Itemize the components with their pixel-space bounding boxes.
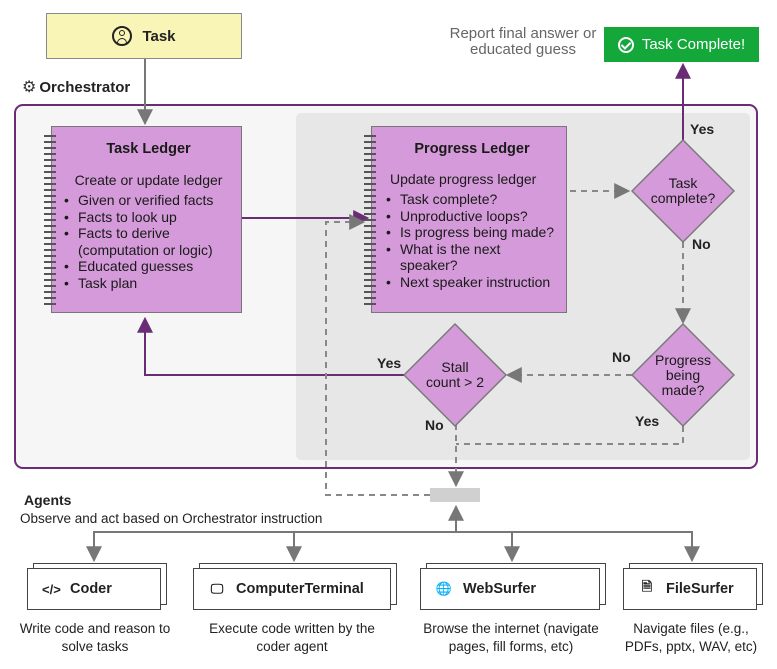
file-icon: 🗎: [641, 579, 653, 594]
edge-agent-branches: [93, 531, 693, 557]
progress-ledger-subtitle: Update progress ledger: [390, 170, 537, 187]
edge-label-complete-yes: Yes: [690, 121, 715, 137]
edge-progress-yes: [456, 426, 684, 445]
task-ledger: Task Ledger Create or update ledger Give…: [44, 126, 242, 313]
list-item: What is the next speaker?: [386, 241, 558, 274]
notebook-spiral: [364, 135, 376, 305]
agent-coder-description: Write code and reason to solve tasks: [19, 621, 171, 654]
check-circle-icon: [617, 36, 634, 53]
task-complete-question: Task complete?: [650, 175, 716, 206]
agent-websurfer: 🌐 WebSurfer: [420, 568, 600, 610]
task-ledger-title: Task Ledger: [106, 141, 191, 157]
list-item: Is progress being made?: [386, 224, 558, 241]
progress-ledger-title: Progress Ledger: [414, 141, 530, 157]
edge-label-stall-no: No: [425, 417, 444, 433]
task-ledger-subtitle: Create or update ledger: [74, 171, 223, 188]
report-caption: Report final answer or educated guess: [449, 25, 597, 58]
progress-question: Progress being made?: [654, 351, 712, 398]
code-icon: </>: [42, 581, 61, 597]
edge-label-complete-no: No: [692, 236, 711, 252]
diamond-stall: [403, 323, 507, 427]
globe-icon: 🌐: [435, 581, 453, 596]
gear-icon: ⚙: [22, 79, 37, 96]
diamond-task-complete: [631, 139, 735, 243]
task-ledger-list: Given or verified facts Facts to look up…: [64, 192, 233, 291]
edge-label-progress-no: No: [612, 349, 631, 365]
orchestrator-label: ⚙ Orchestrator: [22, 78, 131, 97]
list-item: Facts to derive (computation or logic): [64, 225, 233, 258]
task-complete-badge: Task Complete!: [604, 27, 759, 62]
edge-stall-yes: [137, 316, 404, 376]
diamond-progress: [631, 323, 735, 427]
agent-terminal-description: Execute code written by the coder agent: [209, 621, 375, 654]
list-item: Given or verified facts: [64, 192, 233, 209]
task-node: Task: [46, 13, 242, 59]
agent-coder: </> Coder: [27, 568, 161, 610]
stall-question: Stall count > 2: [426, 359, 484, 390]
user-circle-icon: [112, 26, 133, 46]
agent-filesurfer-description: Navigate files (e.g., PDFs, pptx, WAV, e…: [624, 621, 758, 654]
list-item: Educated guesses: [64, 258, 233, 275]
agent-computer-terminal: 🖵 ComputerTerminal: [193, 568, 391, 610]
progress-ledger-list: Task complete? Unproductive loops? Is pr…: [386, 191, 558, 290]
task-label: Task: [142, 27, 176, 45]
list-item: Facts to look up: [64, 209, 233, 226]
list-item: Task complete?: [386, 191, 558, 208]
notebook-spiral: [44, 135, 56, 305]
list-item: Next speaker instruction: [386, 274, 558, 291]
agent-filesurfer: 🗎 FileSurfer: [623, 568, 757, 610]
progress-ledger: Progress Ledger Update progress ledger T…: [364, 126, 567, 313]
monitor-icon: 🖵: [210, 581, 224, 596]
agents-title: Agents: [24, 492, 72, 508]
edge-label-stall-yes: Yes: [377, 355, 402, 371]
agents-description: Observe and act based on Orchestrator in…: [20, 511, 323, 526]
edge-label-progress-yes: Yes: [635, 413, 660, 429]
agents-junction: [430, 488, 480, 502]
agent-websurfer-description: Browse the internet (navigate pages, fil…: [423, 621, 599, 654]
list-item: Task plan: [64, 275, 233, 292]
list-item: Unproductive loops?: [386, 208, 558, 225]
